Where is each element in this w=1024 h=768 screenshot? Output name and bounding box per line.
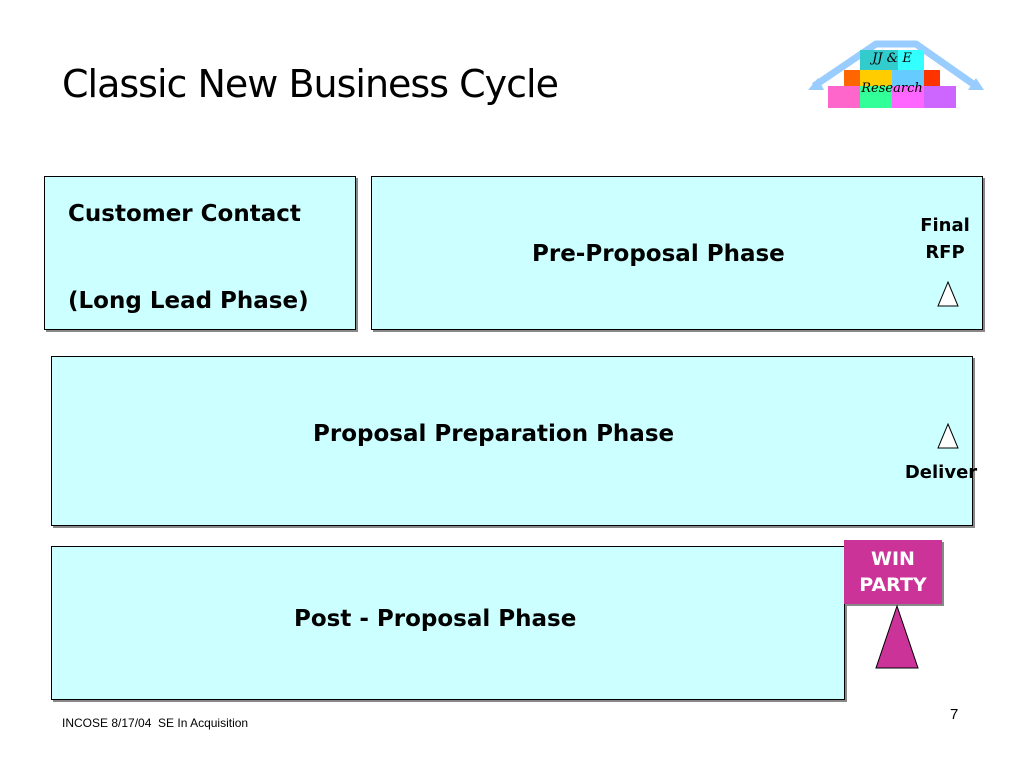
final-rfp-triangle-icon (937, 280, 959, 307)
win-party-triangle-icon (875, 604, 919, 669)
customer-contact-label: Customer Contact (68, 201, 301, 227)
logo-text-line1: JJ & E (869, 51, 912, 66)
long-lead-phase-label: (Long Lead Phase) (68, 288, 309, 314)
proposal-preparation-label: Proposal Preparation Phase (313, 421, 675, 447)
final-rfp-label-line1: Final (920, 215, 970, 236)
logo-text-line2: Research (860, 81, 922, 96)
win-party-box: WIN PARTY (844, 540, 942, 604)
footer-text: INCOSE 8/17/04 SE In Acquisition (62, 716, 249, 730)
slide-title: Classic New Business Cycle (62, 62, 559, 106)
post-proposal-box (51, 546, 845, 700)
pre-proposal-label: Pre-Proposal Phase (532, 241, 785, 267)
deliver-label: Deliver (904, 462, 978, 483)
pre-proposal-box (371, 176, 983, 330)
win-party-line1: WIN (871, 548, 915, 570)
jje-research-logo: JJ & E Research (808, 40, 984, 108)
final-rfp-label-line2: RFP (925, 242, 965, 263)
win-party-line2: PARTY (859, 574, 927, 596)
customer-contact-box (44, 176, 356, 330)
page-number: 7 (950, 706, 959, 723)
post-proposal-label: Post - Proposal Phase (294, 606, 577, 632)
proposal-preparation-box (51, 356, 973, 526)
deliver-triangle-icon (937, 422, 959, 449)
